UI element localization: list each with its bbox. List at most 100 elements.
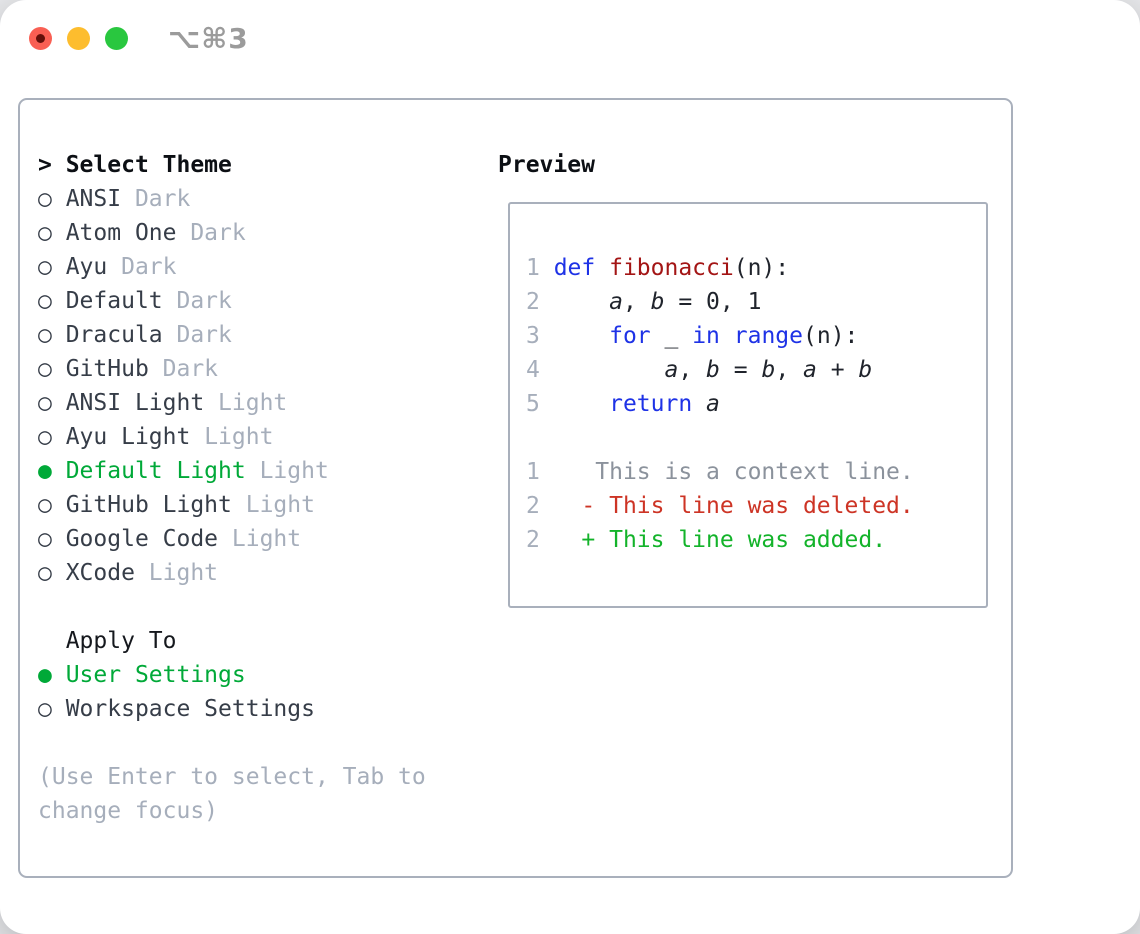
theme-name: Dracula: [65, 322, 177, 348]
close-button[interactable]: [29, 26, 52, 50]
code-segment: a: [609, 289, 623, 315]
code-segment: 1: [526, 459, 540, 485]
spacer: [38, 590, 426, 624]
theme-name: Default: [65, 288, 177, 314]
theme-option-default-dark[interactable]: ○ Default Dark: [38, 284, 426, 318]
code-segment: =: [719, 357, 762, 383]
code-segment: in: [692, 323, 720, 349]
code-segment: b: [706, 357, 720, 383]
code-segment: = 0, 1: [664, 289, 762, 315]
help-text: (Use Enter to select, Tab to change focus…: [38, 760, 426, 828]
theme-variant: Dark: [121, 254, 177, 280]
target-name: Workspace Settings: [65, 696, 315, 722]
theme-option-dracula-dark[interactable]: ○ Dracula Dark: [38, 318, 426, 352]
code-segment: range: [733, 323, 803, 349]
code-segment: [554, 289, 609, 315]
radio-icon: ○: [38, 220, 66, 246]
apply-target-user-settings[interactable]: ● User Settings: [38, 658, 426, 692]
code-segment: return: [609, 391, 693, 417]
zoom-button[interactable]: [105, 26, 128, 50]
code-segment: [540, 527, 582, 553]
selection-cursor: >: [38, 152, 66, 178]
preview-diff-context-line: 1 This is a context line.: [526, 455, 986, 489]
code-segment: 2: [526, 527, 540, 553]
preview-code-line: 4 a, b = b, a + b: [526, 353, 986, 387]
theme-variant: Light: [204, 424, 274, 450]
theme-option-ansi-dark[interactable]: ○ ANSI Dark: [38, 182, 426, 216]
theme-variant: Dark: [134, 186, 191, 212]
code-segment: for: [609, 323, 651, 349]
theme-name: Ayu Light: [65, 424, 205, 450]
code-segment: a: [803, 357, 817, 383]
theme-list: ○ ANSI Dark○ Atom One Dark○ Ayu Dark○ De…: [38, 182, 426, 590]
preview-heading: Preview: [498, 152, 595, 178]
code-segment: b: [858, 357, 873, 383]
preview-code-line: 5 return a: [526, 387, 986, 421]
code-segment: _: [650, 323, 693, 349]
radio-icon: ○: [38, 390, 66, 416]
theme-name: ANSI: [65, 186, 135, 212]
theme-option-default-light-light[interactable]: ● Default Light Light: [38, 454, 426, 488]
code-segment: a: [706, 391, 720, 417]
code-segment: 2: [526, 289, 554, 315]
code-segment: [540, 493, 582, 519]
theme-list-column: > Select Theme ○ ANSI Dark○ Atom One Dar…: [38, 148, 426, 828]
radio-icon: ○: [38, 356, 66, 382]
radio-icon: ○: [38, 526, 66, 552]
theme-variant: Light: [218, 390, 288, 416]
code-segment: [720, 323, 734, 349]
traffic-lights: [29, 26, 128, 50]
theme-option-xcode-light[interactable]: ○ XCode Light: [38, 556, 426, 590]
code-segment: [554, 323, 609, 349]
window-title: ⌥⌘3: [168, 21, 249, 55]
minimize-button[interactable]: [67, 26, 90, 50]
code-segment: a: [664, 357, 679, 383]
code-segment: b: [650, 289, 665, 315]
theme-name: GitHub Light: [65, 492, 246, 518]
theme-variant: Dark: [162, 356, 219, 382]
theme-variant: Dark: [176, 322, 232, 348]
code-segment: b: [761, 357, 776, 383]
theme-name: ANSI Light: [65, 390, 219, 416]
radio-selected-icon: ●: [38, 458, 66, 484]
apply-target-list: ● User Settings○ Workspace Settings: [38, 658, 426, 726]
theme-option-ayu-light-light[interactable]: ○ Ayu Light Light: [38, 420, 426, 454]
code-segment: [554, 391, 609, 417]
code-segment: ,: [622, 289, 651, 315]
radio-icon: ○: [38, 288, 66, 314]
apply-to-heading: Apply To: [65, 628, 177, 654]
spacer: [38, 726, 426, 760]
theme-selector-panel: > Select Theme ○ ANSI Dark○ Atom One Dar…: [18, 98, 1013, 878]
theme-option-github-light-light[interactable]: ○ GitHub Light Light: [38, 488, 426, 522]
preview-diff-added-line: 2 + This line was added.: [526, 523, 986, 557]
apply-target-workspace-settings[interactable]: ○ Workspace Settings: [38, 692, 426, 726]
code-segment: fibonacci: [609, 255, 734, 281]
code-segment: +: [816, 357, 859, 383]
target-name: User Settings: [65, 662, 246, 688]
code-segment: def: [553, 255, 610, 281]
theme-option-google-code-light[interactable]: ○ Google Code Light: [38, 522, 426, 556]
preview-blank-line: [526, 421, 986, 455]
theme-name: XCode: [65, 560, 149, 586]
help-text-line: change focus): [38, 798, 219, 824]
code-segment: [554, 357, 665, 383]
radio-icon: ○: [38, 254, 66, 280]
radio-icon: ○: [38, 322, 66, 348]
select-theme-heading-label: Select Theme: [65, 152, 232, 178]
theme-option-ansi-light-light[interactable]: ○ ANSI Light Light: [38, 386, 426, 420]
theme-variant: Light: [259, 458, 329, 484]
code-segment: 5: [526, 391, 554, 417]
code-segment: 2: [526, 493, 540, 519]
code-segment: 3: [526, 323, 554, 349]
theme-variant: Light: [245, 492, 315, 518]
theme-option-atom-one-dark[interactable]: ○ Atom One Dark: [38, 216, 426, 250]
theme-option-github-dark[interactable]: ○ GitHub Dark: [38, 352, 426, 386]
radio-icon: ○: [38, 560, 66, 586]
theme-variant: Dark: [176, 288, 232, 314]
code-segment: [692, 391, 706, 417]
help-text-line: (Use Enter to select, Tab to: [38, 764, 426, 790]
theme-option-ayu-dark[interactable]: ○ Ayu Dark: [38, 250, 426, 284]
